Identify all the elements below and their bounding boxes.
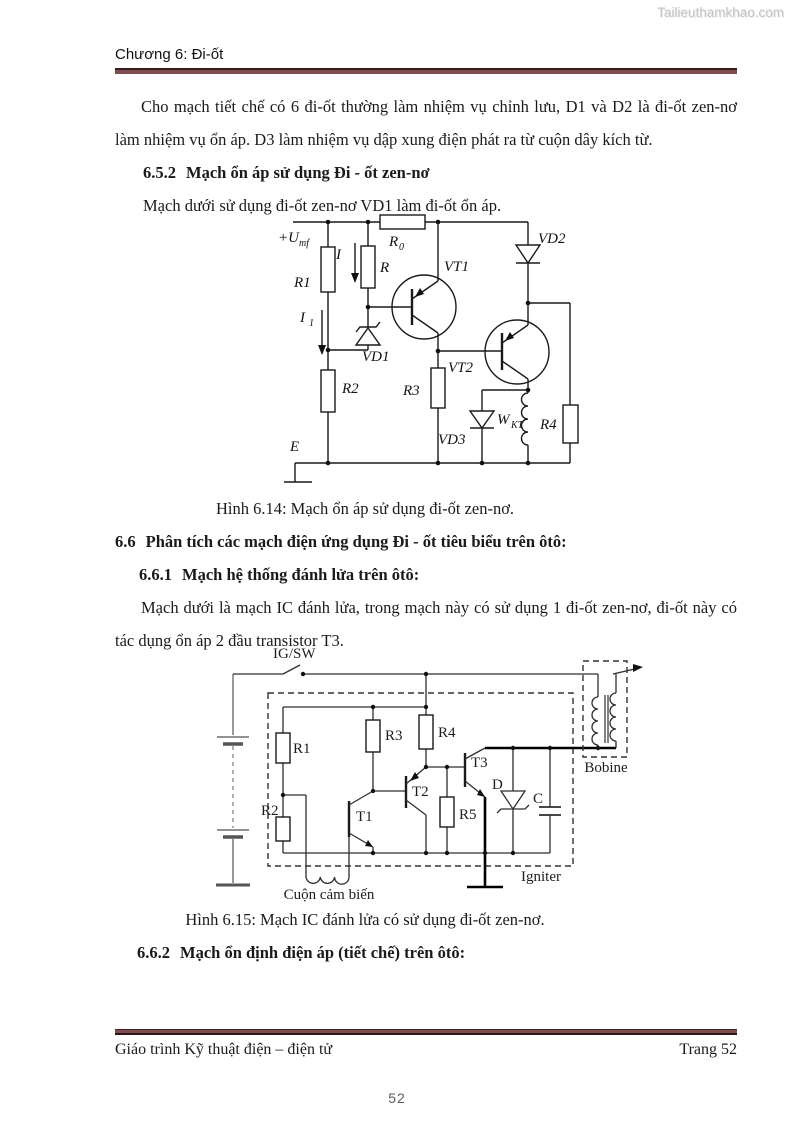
footer-page-label: Trang 52: [679, 1041, 737, 1058]
resistor-r4: R4: [418, 707, 456, 767]
label-vd3: VD3: [438, 432, 466, 448]
current-arrow-i1: I 1: [299, 310, 326, 355]
label-r3: R3: [402, 383, 420, 399]
diode-vd3: VD3: [438, 389, 528, 463]
label-r1: R1: [293, 741, 311, 757]
transistor-vt2: VT2: [438, 319, 550, 393]
zener-vd1: VD1: [354, 321, 390, 365]
resistor-r0: R 0: [379, 214, 426, 253]
junction-dots: [280, 671, 601, 856]
transistor-t1: T1: [347, 790, 374, 853]
resistor-r1: R1: [293, 246, 336, 293]
heading-number: 6.5.2: [143, 163, 176, 182]
label-d: D: [492, 777, 503, 793]
label-i1-sub: 1: [309, 318, 314, 329]
paragraph-661: Mạch dưới là mạch IC đánh lửa, trong mạc…: [115, 598, 737, 650]
bobine: Bobine: [582, 660, 628, 776]
heading-6-6-2: 6.6.2 Mạch ổn định điện áp (tiết chế) trê…: [115, 936, 759, 969]
footer: Giáo trình Kỹ thuật điện – điện tử Trang…: [115, 1036, 737, 1064]
paragraph-652: Mạch dưới sử dụng đi-ốt zen-nơ VD1 làm đ…: [143, 196, 502, 215]
label-igniter: Igniter: [521, 869, 561, 885]
footer-rule: [115, 1029, 737, 1035]
junction-dots: [325, 219, 531, 466]
label-vd1: VD1: [362, 349, 390, 365]
label-t1: T1: [356, 809, 373, 825]
figure-6-15-circuit: IG/SW Igniter R1 R2 Cuộn cảm biến T1 R3: [216, 646, 643, 903]
transistor-t2: T2: [404, 766, 429, 853]
coil-wkt: W KT: [497, 392, 529, 463]
label-r2: R2: [261, 803, 279, 819]
heading-6-6-1: 6.6.1 Mạch hệ thống đánh lửa trên ôtô:: [115, 558, 761, 591]
watermark: Tailieuthamkhao.com: [657, 5, 784, 20]
label-r4: R4: [438, 725, 456, 741]
heading-text: Mạch ổn định điện áp (tiết chế) trên ôtô…: [180, 943, 466, 962]
heading-6-5-2: 6.5.2 Mạch ổn áp sử dụng Đi - ốt zen-nơ: [115, 156, 765, 189]
label-r4: R4: [539, 417, 557, 433]
label-wkt-sub: KT: [510, 420, 525, 431]
label-r0: R: [388, 234, 398, 250]
label-vd2: VD2: [538, 231, 566, 247]
label-r2: R2: [341, 381, 359, 397]
resistor-r3: R3: [365, 707, 406, 792]
figure-6-14-circuit: R 0 +U mf R1 I R I 1 VD1 VT1: [278, 214, 579, 483]
label-r5: R5: [459, 807, 477, 823]
sensor-coil: Cuộn cảm biến: [283, 794, 375, 903]
figure-6-14-caption: Hình 6.14: Mạch ổn áp sử dụng đi-ốt zen-…: [215, 499, 515, 518]
transistor-t3: T3: [463, 747, 503, 889]
label-bobine: Bobine: [584, 760, 628, 776]
label-r: R: [379, 260, 389, 276]
label-umf-sub: mf: [299, 238, 310, 249]
resistor-r5: R5: [439, 767, 477, 853]
resistor-r1: R1: [275, 707, 311, 795]
resistor-r3: R3: [402, 367, 446, 409]
label-r3: R3: [385, 728, 403, 744]
label-vt1: VT1: [444, 259, 469, 275]
heading-number: 6.6.1: [139, 565, 172, 584]
resistor-r2: R2: [320, 369, 359, 413]
resistor-r: R: [360, 245, 389, 289]
label-igsw: IG/SW: [273, 646, 316, 662]
label-sensor-coil: Cuộn cảm biến: [284, 887, 375, 903]
current-arrow-i: I: [335, 243, 359, 283]
label-vt2: VT2: [448, 360, 474, 376]
label-t2: T2: [412, 784, 429, 800]
label-i1: I: [299, 310, 306, 326]
label-wkt: W: [497, 412, 511, 428]
capacitor-c: C: [533, 748, 561, 853]
label-umf: +U: [278, 230, 300, 246]
header-rule: [115, 68, 737, 74]
heading-text: Mạch hệ thống đánh lửa trên ôtô:: [182, 565, 420, 584]
heading-text: Phân tích các mạch điện ứng dụng Đi - ốt…: [145, 532, 567, 551]
igniter-box: [267, 692, 574, 867]
ignition-switch: IG/SW: [233, 646, 643, 675]
figure-6-15-caption: Hình 6.15: Mạch IC đánh lửa có sử dụng đ…: [185, 910, 545, 929]
heading-text: Mạch ổn áp sử dụng Đi - ốt zen-nơ: [186, 163, 430, 182]
heading-6-6: 6.6 Phân tích các mạch điện ứng dụng Đi -…: [115, 525, 737, 558]
page-number: 52: [388, 1090, 406, 1106]
heading-number: 6.6: [115, 532, 136, 551]
label-r0-sub: 0: [399, 242, 404, 253]
zener-d: D: [492, 748, 530, 853]
label-c: C: [533, 791, 543, 807]
resistor-r2: R2: [261, 795, 291, 853]
heading-number: 6.6.2: [137, 943, 170, 962]
paragraph-intro: Cho mạch tiết chế có 6 đi-ốt thường làm …: [115, 97, 737, 149]
label-i: I: [335, 247, 342, 263]
resistor-r4: R4: [528, 302, 579, 463]
label-e: E: [289, 439, 299, 455]
wires: [283, 674, 550, 854]
diode-vd2: VD2: [514, 222, 566, 325]
chapter-header: Chương 6: Đi-ốt: [115, 46, 224, 63]
label-t3: T3: [471, 755, 488, 771]
footer-book-title: Giáo trình Kỹ thuật điện – điện tử: [115, 1041, 333, 1058]
battery: [216, 674, 250, 887]
label-r1: R1: [293, 275, 311, 291]
